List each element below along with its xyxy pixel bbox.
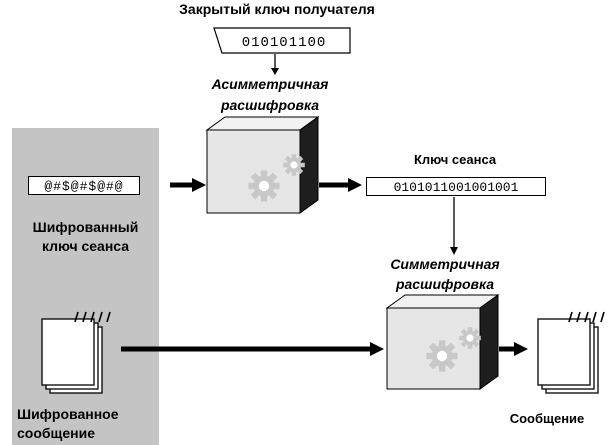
session-key-field: 0101011001001001 <box>366 177 546 196</box>
encrypted-message-label-1: Шифрованное <box>17 406 119 422</box>
message-document-icon <box>537 311 605 394</box>
encrypted-message-label-2: сообщение <box>17 425 95 441</box>
sym-decrypt-box <box>385 294 500 390</box>
encrypted-session-key-label-2: ключ сеанса <box>41 238 130 254</box>
asym-step-label-2: расшифровка <box>220 97 320 113</box>
encrypted-session-key-label-1: Шифрованный <box>32 219 139 235</box>
arrow-key-to-asym <box>271 54 279 75</box>
arrow-sessionkey-to-sym <box>450 197 458 255</box>
asym-step-label-1: Асимметричная <box>211 76 329 92</box>
private-key-field: 010101100 <box>213 27 351 54</box>
encrypted-message-document-icon <box>41 311 111 394</box>
arrow-encmsg-to-sym <box>121 342 384 356</box>
message-label: Сообщение <box>509 411 585 426</box>
session-key-label: Ключ сеанса <box>413 152 497 167</box>
gear-icon <box>426 340 458 372</box>
asym-decrypt-box <box>205 116 320 214</box>
gear-icon <box>459 327 481 349</box>
arrow-asym-to-sessionkey <box>319 178 362 192</box>
private-key-label: Закрытый ключ получателя <box>179 1 375 17</box>
gear-icon <box>283 154 305 176</box>
gear-icon <box>248 170 280 202</box>
encrypted-session-key-field: @#$@#$@#@ <box>28 176 140 195</box>
sym-step-label-1: Симметричная <box>390 256 500 272</box>
arrow-sym-to-message <box>499 342 528 356</box>
sym-step-label-2: расшифровка <box>395 276 495 292</box>
arrow-enckey-to-asym <box>170 178 206 192</box>
private-key-value: 010101100 <box>242 35 327 51</box>
